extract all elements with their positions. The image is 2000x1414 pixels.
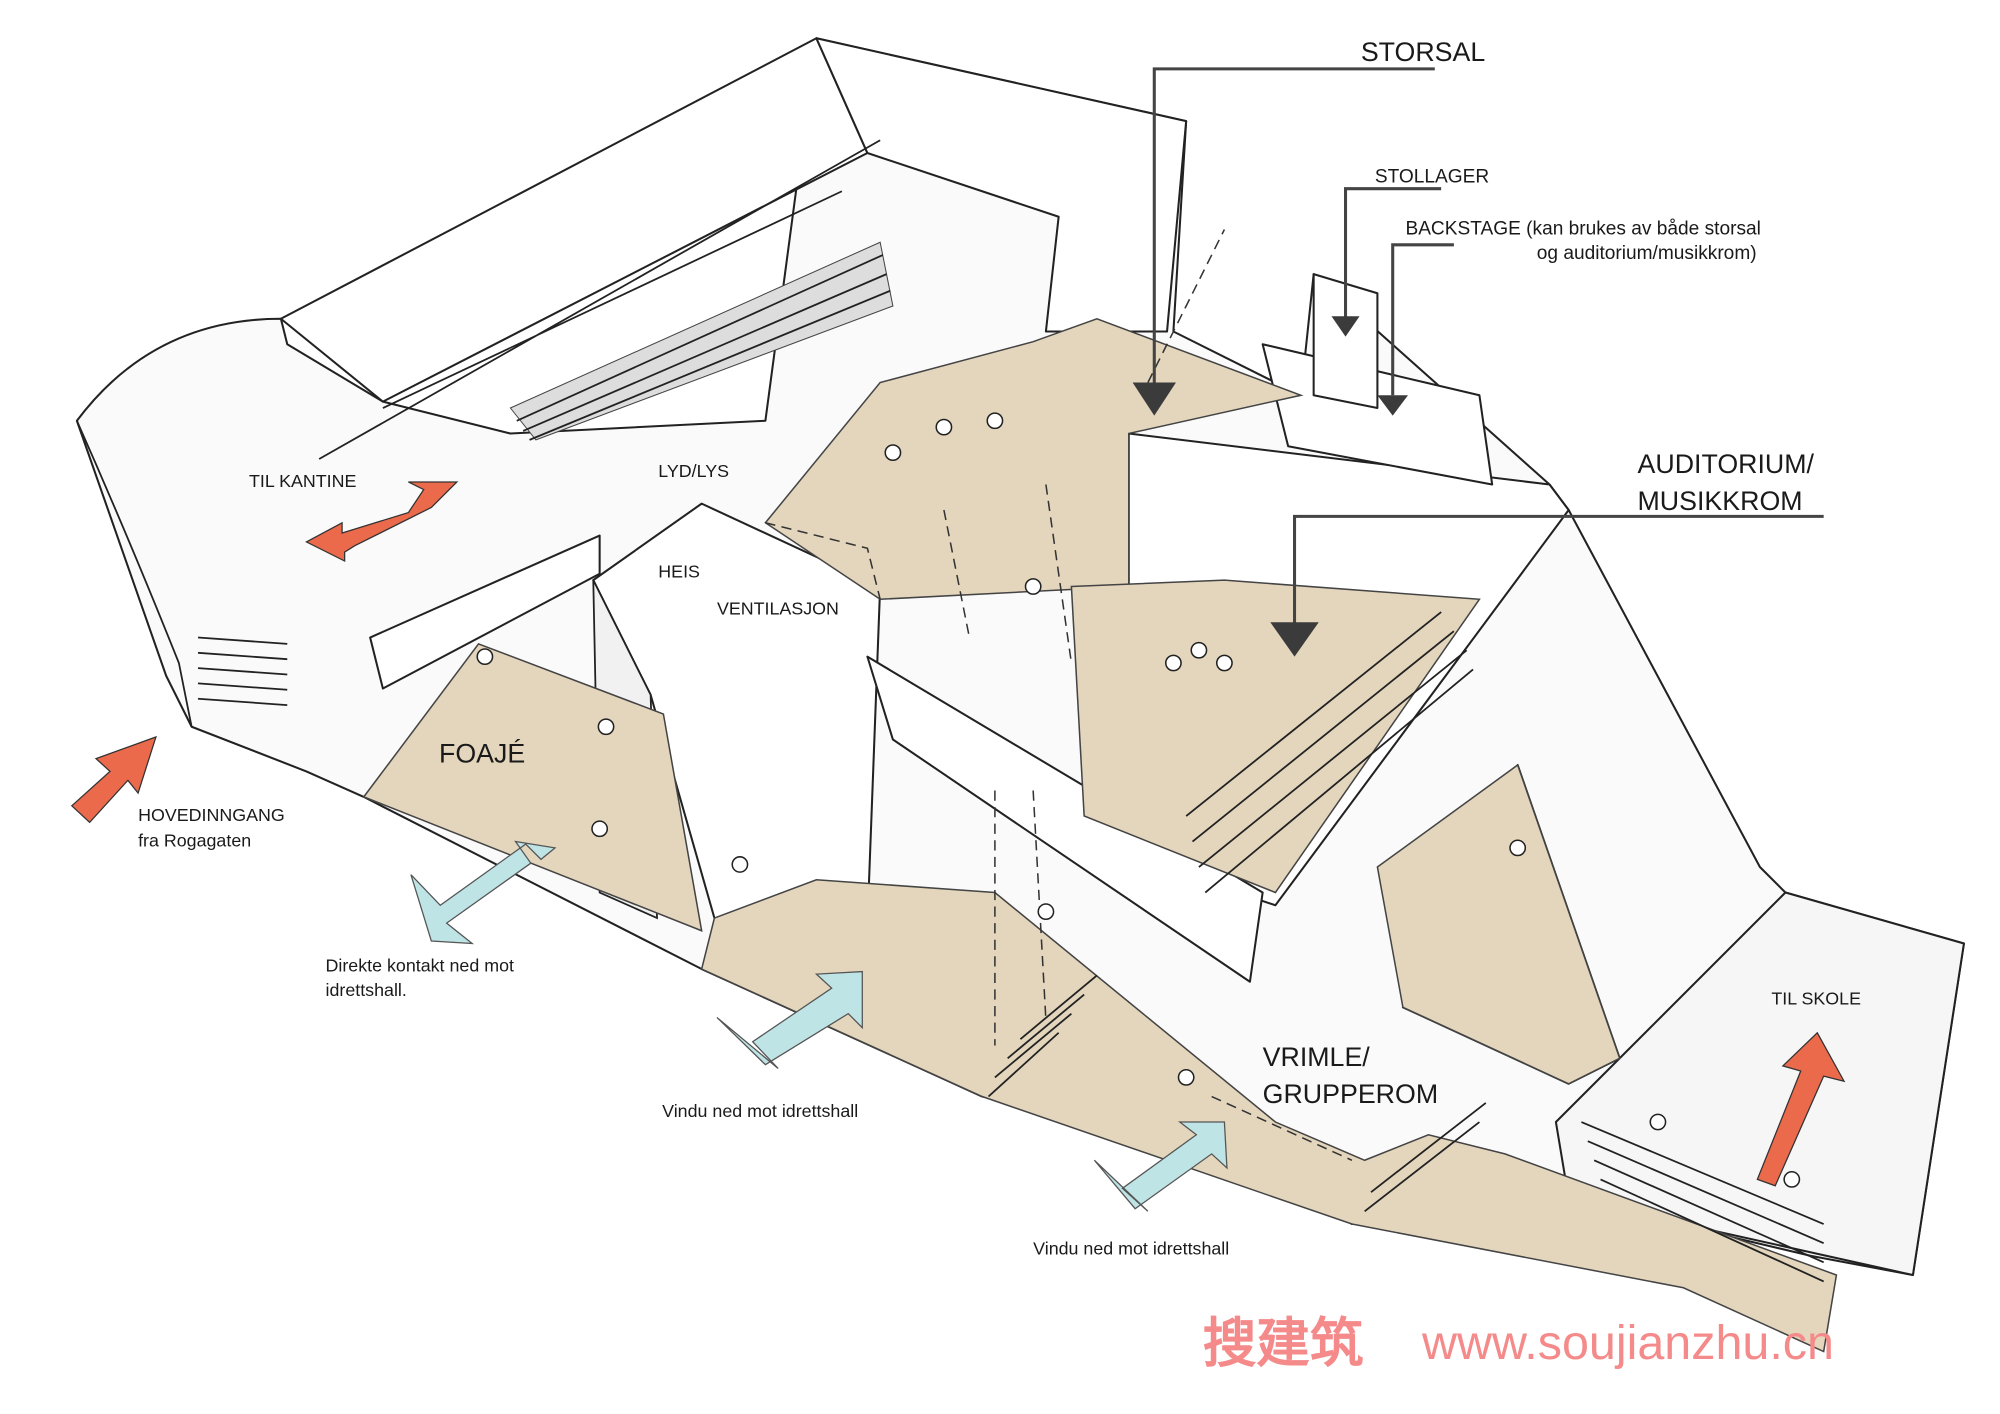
auditorium-seating [509, 241, 894, 441]
arrows [70, 481, 1846, 1212]
label-storsal: STORSAL [1361, 37, 1485, 67]
label-direkte-2: idrettshall. [326, 980, 407, 1000]
kantine-arrow-icon [305, 481, 459, 563]
stollager-pointer-icon [1331, 316, 1360, 337]
watermark-chinese: 搜建筑 [1203, 1312, 1364, 1375]
people [476, 412, 1801, 1188]
window-arrow-icon [716, 970, 863, 1069]
stairs [197, 611, 1825, 1283]
label-vindu-2: Vindu ned mot idrettshall [1033, 1239, 1229, 1259]
label-lyd-lys: LYD/LYS [658, 461, 729, 481]
til-skole-arrow-icon [1756, 1031, 1846, 1187]
label-backstage-1: BACKSTAGE (kan brukes av både storsal [1405, 219, 1760, 240]
auditorium-pointer-icon [1270, 622, 1319, 657]
labels: STORSAL STOLLAGER BACKSTAGE (kan brukes … [138, 37, 1861, 1258]
corridor-floor [700, 878, 1838, 1353]
label-vrimle-1: VRIMLE/ [1263, 1042, 1371, 1072]
label-stollager: STOLLAGER [1375, 166, 1489, 187]
watermark-url: www.soujianzhu.cn [1421, 1316, 1834, 1370]
storsal-pointer-icon [1132, 382, 1176, 416]
label-auditorium-2: MUSIKKROM [1638, 486, 1803, 516]
label-vindu-1: Vindu ned mot idrettshall [662, 1101, 858, 1121]
label-ventilasjon: VENTILASJON [717, 599, 839, 619]
label-backstage-2: og auditorium/musikkrom) [1537, 243, 1757, 264]
label-foaje: FOAJÉ [439, 738, 525, 768]
label-til-skole: TIL SKOLE [1771, 989, 1861, 1009]
label-til-kantine: TIL KANTINE [249, 471, 357, 491]
backstage-pointer-icon [1377, 395, 1409, 416]
hidden-lines [765, 229, 1353, 1161]
label-hovedinngang-1: HOVEDINNGANG [138, 805, 285, 825]
label-hovedinngang-2: fra Rogagaten [138, 831, 251, 851]
foaje-floor [362, 642, 703, 932]
window-arrow-icon [1093, 1121, 1228, 1212]
label-auditorium-1: AUDITORIUM/ [1638, 449, 1815, 479]
leader-lines [1132, 67, 1824, 657]
label-direkte-1: Direkte kontakt ned mot [326, 956, 514, 976]
main-entrance-arrow-icon [70, 735, 157, 824]
label-heis: HEIS [658, 562, 700, 582]
watermark: 搜建筑 www.soujianzhu.cn [1203, 1312, 1834, 1375]
cafe-floor [1376, 763, 1621, 1085]
window-arrow-icon [410, 840, 557, 945]
label-vrimle-2: GRUPPEROM [1263, 1079, 1438, 1109]
